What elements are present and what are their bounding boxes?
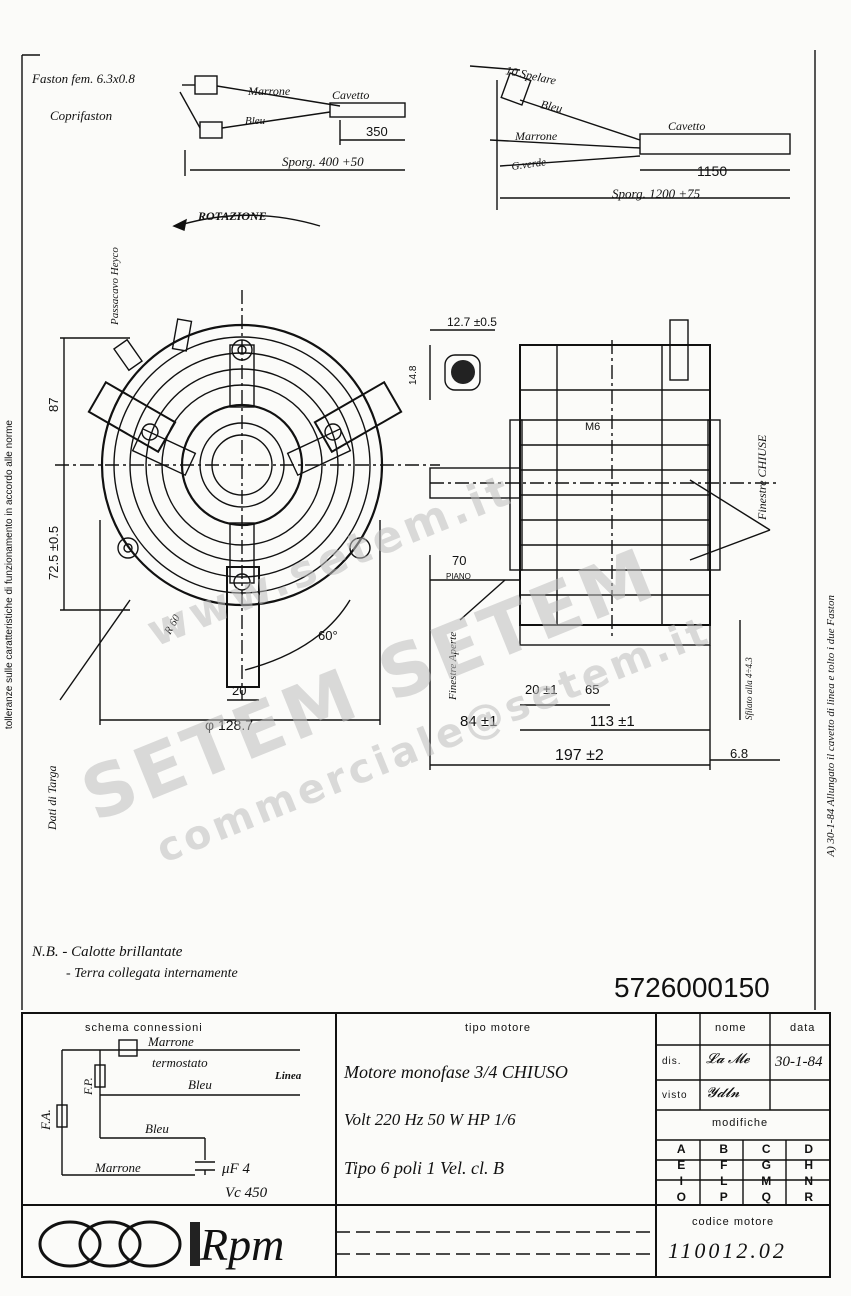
left-length: 350 <box>366 124 388 139</box>
dim-68: 6.8 <box>730 746 748 761</box>
m6-label: M6 <box>585 421 600 433</box>
logo-rpm: Rpm <box>200 1219 285 1270</box>
motor-type-line3: Tipo 6 poli 1 Vel. cl. B <box>344 1158 504 1178</box>
note-terra: - Terra collegata internamente <box>66 966 238 981</box>
left-wire-marrone: Marrone <box>247 84 291 98</box>
visto-label: visto <box>662 1090 688 1101</box>
dim-12: 12.7 ±0.5 <box>447 315 497 329</box>
dis-signature: 𝓛𝓪 𝓜𝓮 <box>706 1052 750 1067</box>
mod-letter: F <box>720 1158 728 1172</box>
dis-date: 30-1-84 <box>775 1054 823 1070</box>
schema-header: schema connessioni <box>85 1022 203 1034</box>
dim-87: 87 <box>46 398 61 412</box>
finestre-chiuse: Finestre CHIUSE <box>755 434 769 521</box>
mod-letter: C <box>761 1142 771 1156</box>
faston-label: Faston fem. 6.3x0.8 <box>31 71 135 86</box>
rotation-label: ROTAZIONE <box>197 209 267 223</box>
schematic-termostato: termostato <box>152 1055 208 1070</box>
schematic-marrone2: Marrone <box>94 1160 141 1175</box>
mod-letter: Q <box>761 1190 771 1204</box>
motor-type-line2: Volt 220 Hz 50 W HP 1/6 <box>344 1110 516 1129</box>
right-sporg: Sporg. 1200 +75 <box>612 186 701 201</box>
tipo-header: tipo motore <box>465 1022 532 1034</box>
right-length: 1150 <box>697 163 727 179</box>
right-spelare: 10 Spelare <box>504 63 558 87</box>
mod-letter: M <box>761 1174 772 1188</box>
dim-72: 72.5 ±0.5 <box>46 526 61 580</box>
mod-letter: I <box>679 1174 683 1188</box>
targa-label: Dati di Targa <box>45 766 59 831</box>
mod-letter: R <box>804 1190 814 1204</box>
mod-letter: G <box>761 1158 771 1172</box>
sfilato-label: Sfilato alla 4÷4.3 <box>744 657 754 720</box>
passacavo-label: Passacavo Heyco <box>109 247 121 326</box>
finestre-aperte: Finestre Aperte <box>447 632 459 701</box>
dim-20-front: 20 <box>232 683 246 698</box>
left-wire-bleu: Bleu <box>245 115 266 127</box>
tolerance-side-note: tolleranze sulle caratteristiche di funz… <box>4 420 15 730</box>
dim-197: 197 ±2 <box>555 747 604 764</box>
revision-side-note: A) 30-1-84 Allungato il cavetto di linea… <box>825 595 837 857</box>
coprifaston-label: Coprifaston <box>50 108 112 123</box>
mod-letter: A <box>676 1142 686 1156</box>
right-verde: G.verde <box>511 156 547 173</box>
schematic-fa: F.A. <box>38 1109 53 1131</box>
dim-65: 65 <box>585 682 599 697</box>
dis-label: dis. <box>662 1056 682 1067</box>
dim-113: 113 ±1 <box>590 713 635 730</box>
dim-angle: 60° <box>318 628 338 643</box>
codice-header: codice motore <box>692 1216 775 1228</box>
visto-signature: 𝓨𝓭𝓵𝓷 <box>706 1086 740 1101</box>
dim-diameter: φ 128.7 <box>205 717 253 733</box>
schematic-fp: F.P. <box>81 1077 95 1096</box>
capacitor-uf: μF 4 <box>221 1161 250 1177</box>
part-number: 5726000150 <box>614 972 770 1003</box>
left-cavetto: Cavetto <box>332 88 369 102</box>
schematic-bleu: Bleu <box>188 1077 212 1092</box>
mod-letter: P <box>719 1190 728 1204</box>
right-marrone: Marrone <box>514 129 558 143</box>
schematic-linea: Linea <box>274 1070 302 1082</box>
modifiche-header: modifiche <box>712 1117 769 1129</box>
capacitor-vc: Vc 450 <box>225 1185 268 1201</box>
nome-header: nome <box>715 1022 747 1034</box>
mod-letter: L <box>720 1174 728 1188</box>
dim-20-side: 20 ±1 <box>525 682 557 697</box>
codice-value: 110012.02 <box>668 1238 787 1263</box>
mod-letter: N <box>804 1174 814 1188</box>
dim-14: 14.8 <box>408 365 419 385</box>
dim-70: 70 <box>452 553 466 568</box>
mod-letter: H <box>804 1158 814 1172</box>
motor-type-line1: Motore monofase 3/4 CHIUSO <box>344 1062 568 1082</box>
mod-letter: E <box>677 1158 686 1172</box>
data-header: data <box>790 1022 816 1034</box>
right-cavetto: Cavetto <box>668 119 705 133</box>
left-sporg: Sporg. 400 +50 <box>282 154 364 169</box>
mod-letter: B <box>719 1142 729 1156</box>
schematic-marrone: Marrone <box>147 1034 194 1049</box>
piano-label: PIANO <box>446 572 471 581</box>
dim-84: 84 ±1 <box>460 713 497 730</box>
mod-letter: D <box>804 1142 814 1156</box>
mod-letter: O <box>676 1190 686 1204</box>
modifiche-grid: A B C D E F G H I L M N O P Q R <box>660 1141 830 1205</box>
right-bleu: Bleu <box>539 97 563 115</box>
note-calotte: N.B. - Calotte brillantate <box>32 944 183 960</box>
schematic-bleu2: Bleu <box>145 1121 169 1136</box>
